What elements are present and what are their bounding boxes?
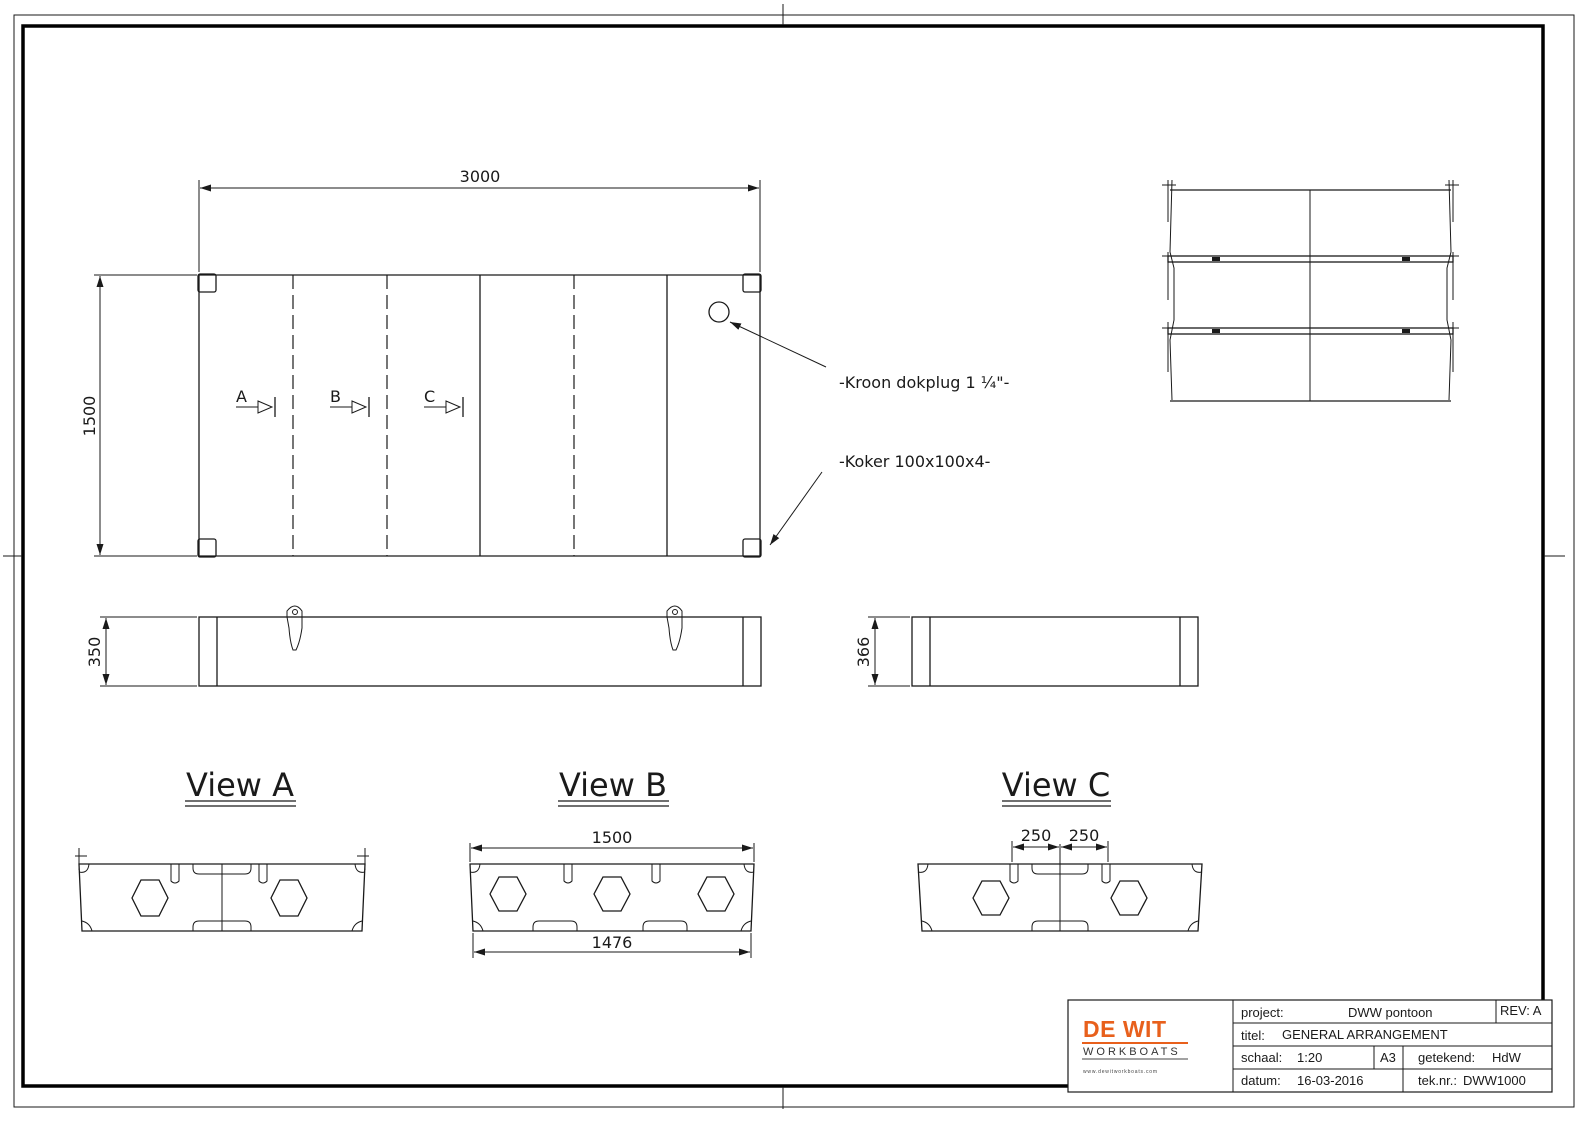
note-dock-plug-text: -Kroon dokplug 1 ¼"- [839, 373, 1009, 392]
view-b: View B 1500 1476 [469, 766, 755, 958]
view-c-title: View C [1002, 766, 1110, 804]
tb-format-value: A3 [1380, 1050, 1396, 1065]
dim-length: 3000 [198, 167, 761, 272]
tb-project-value: DWW pontoon [1348, 1005, 1433, 1020]
tb-scale-value: 1:20 [1297, 1050, 1322, 1065]
dim-end-height-label: 366 [854, 637, 873, 668]
sheet-border [3, 4, 1575, 1109]
lifting-eye-left [286, 605, 303, 651]
note-tube-text: -Koker 100x100x4- [839, 452, 990, 471]
tb-drawing-no-label: tek.nr.: [1418, 1073, 1457, 1088]
view-a: View A [75, 766, 369, 932]
section-marker-b: B [330, 387, 370, 417]
dim-b-bottom-label: 1476 [592, 933, 633, 952]
dim-width: 1500 [80, 274, 197, 557]
section-marker-c: C [424, 387, 464, 417]
dim-c-left-label: 250 [1021, 826, 1052, 845]
tb-drawing-no-value: DWW1000 [1463, 1073, 1526, 1088]
note-dock-plug: -Kroon dokplug 1 ¼"- [729, 321, 1009, 392]
tb-title-value: GENERAL ARRANGEMENT [1282, 1027, 1448, 1042]
tb-rev-label: REV: A [1500, 1003, 1542, 1018]
view-c: View C 250 250 [917, 766, 1203, 932]
tb-drawn-label: getekend: [1418, 1050, 1475, 1065]
tb-scale-label: schaal: [1241, 1050, 1282, 1065]
section-marker-c-label: C [424, 387, 435, 406]
view-b-title: View B [559, 766, 667, 804]
dim-end-height: 366 [854, 616, 910, 687]
section-marker-a-label: A [236, 387, 247, 406]
dim-c-right-label: 250 [1069, 826, 1100, 845]
corner-tube-squares [197, 273, 762, 558]
dim-length-label: 3000 [460, 167, 501, 186]
tb-date-label: datum: [1241, 1073, 1281, 1088]
logo-url-text: www.dewitworkboats.com [1083, 1069, 1158, 1075]
view-a-title: View A [186, 766, 294, 804]
title-block: DE WIT WORKBOATS www.dewitworkboats.com … [1067, 999, 1553, 1093]
dim-width-label: 1500 [80, 396, 99, 437]
tb-drawn-value: HdW [1492, 1050, 1522, 1065]
company-logo: DE WIT WORKBOATS www.dewitworkboats.com [1082, 1016, 1188, 1075]
dim-side-height: 350 [85, 616, 197, 687]
section-marker-a: A [236, 387, 276, 417]
plan-view: 3000 1500 A B C [80, 167, 1009, 558]
logo-sub-text: WORKBOATS [1083, 1046, 1181, 1058]
note-tube: -Koker 100x100x4- [769, 452, 990, 546]
dock-plug-circle [708, 301, 730, 323]
dim-b-top-label: 1500 [592, 828, 633, 847]
stacked-view [1162, 179, 1459, 402]
tb-project-label: project: [1241, 1005, 1284, 1020]
logo-main-text: DE WIT [1083, 1016, 1167, 1042]
tb-date-value: 16-03-2016 [1297, 1073, 1364, 1088]
tb-title-label: titel: [1241, 1028, 1265, 1043]
side-view: 350 [85, 605, 762, 687]
lifting-eye-right [666, 605, 683, 651]
dim-side-height-label: 350 [85, 637, 104, 668]
end-view: 366 [854, 616, 1199, 687]
section-marker-b-label: B [330, 387, 341, 406]
